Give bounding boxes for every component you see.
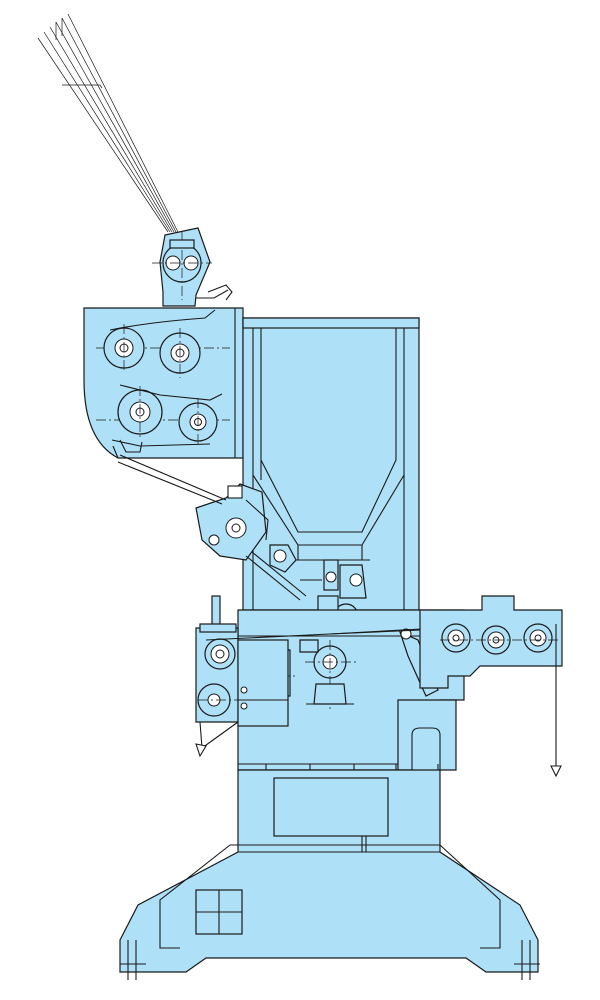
outlet-arrow-left	[195, 721, 239, 758]
upper-roller-housing	[83, 307, 244, 459]
base-frame	[119, 769, 540, 980]
control-panel	[195, 889, 243, 935]
left-feed-unit	[195, 595, 289, 749]
top-guide-roller	[152, 227, 233, 307]
guide-bracket-assembly	[117, 454, 307, 601]
right-takeup-rollers	[419, 595, 563, 772]
outlet-arrow-right	[550, 765, 562, 778]
filament-creel-lines	[37, 13, 179, 233]
